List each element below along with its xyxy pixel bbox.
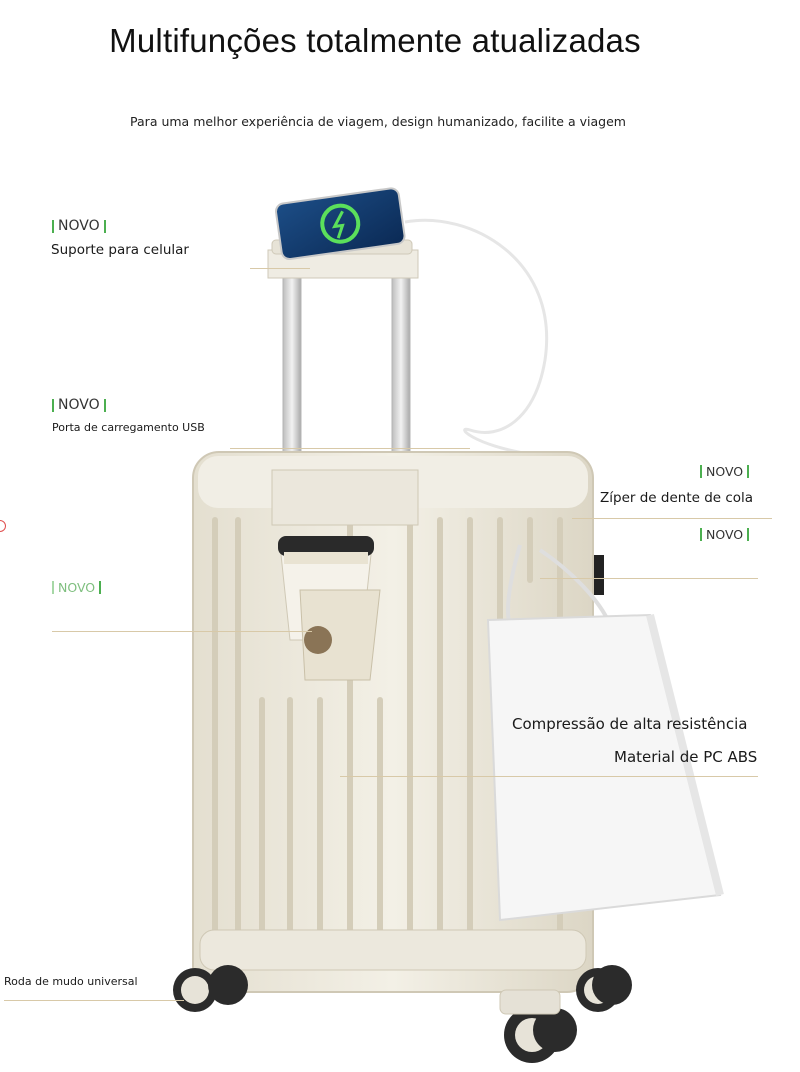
leader-line	[340, 776, 758, 777]
leader-line	[4, 1000, 184, 1001]
badge-accent-bar	[52, 581, 54, 594]
label-usb-port: Porta de carregamento USB	[52, 421, 205, 434]
badge-accent-bar	[700, 465, 702, 478]
badge-text: NOVO	[58, 580, 96, 595]
shopping-bag-icon	[486, 544, 724, 922]
label-zipper: Zíper de dente de cola	[600, 490, 754, 506]
new-badge-usb: NOVO	[52, 397, 106, 413]
label-material: Material de PC ABS	[614, 748, 758, 766]
badge-accent-bar	[103, 219, 106, 233]
badge-accent-bar	[52, 398, 54, 412]
badge-text: NOVO	[58, 218, 100, 234]
badge-accent-bar	[747, 528, 750, 541]
new-badge-hook: NOVO	[700, 527, 750, 542]
badge-text: NOVO	[706, 464, 744, 479]
page-subtitle: Para uma melhor experiência de viagem, d…	[130, 114, 626, 129]
phone-icon	[275, 187, 406, 261]
badge-accent-bar	[700, 528, 702, 541]
leader-line	[52, 631, 312, 632]
wheel-icon	[173, 965, 632, 1063]
badge-accent-bar	[747, 465, 750, 478]
leader-line	[572, 518, 772, 519]
page-title: Multifunções totalmente atualizadas	[109, 22, 641, 59]
badge-text: NOVO	[58, 397, 100, 413]
leader-line	[250, 268, 310, 269]
badge-accent-bar	[103, 398, 106, 412]
leader-line	[230, 448, 470, 449]
label-wheel: Roda de mudo universal	[4, 975, 138, 988]
label-compression: Compressão de alta resistência	[512, 715, 748, 733]
label-phone-holder: Suporte para celular	[51, 242, 189, 258]
cup-icon	[278, 536, 381, 681]
badge-text: NOVO	[706, 527, 744, 542]
badge-accent-bar	[52, 219, 54, 233]
badge-accent-bar	[99, 581, 102, 594]
new-badge-phone-holder: NOVO	[52, 218, 106, 234]
new-badge-cup-holder: NOVO	[52, 580, 102, 595]
new-badge-zipper: NOVO	[700, 464, 750, 479]
leader-line	[540, 578, 758, 579]
